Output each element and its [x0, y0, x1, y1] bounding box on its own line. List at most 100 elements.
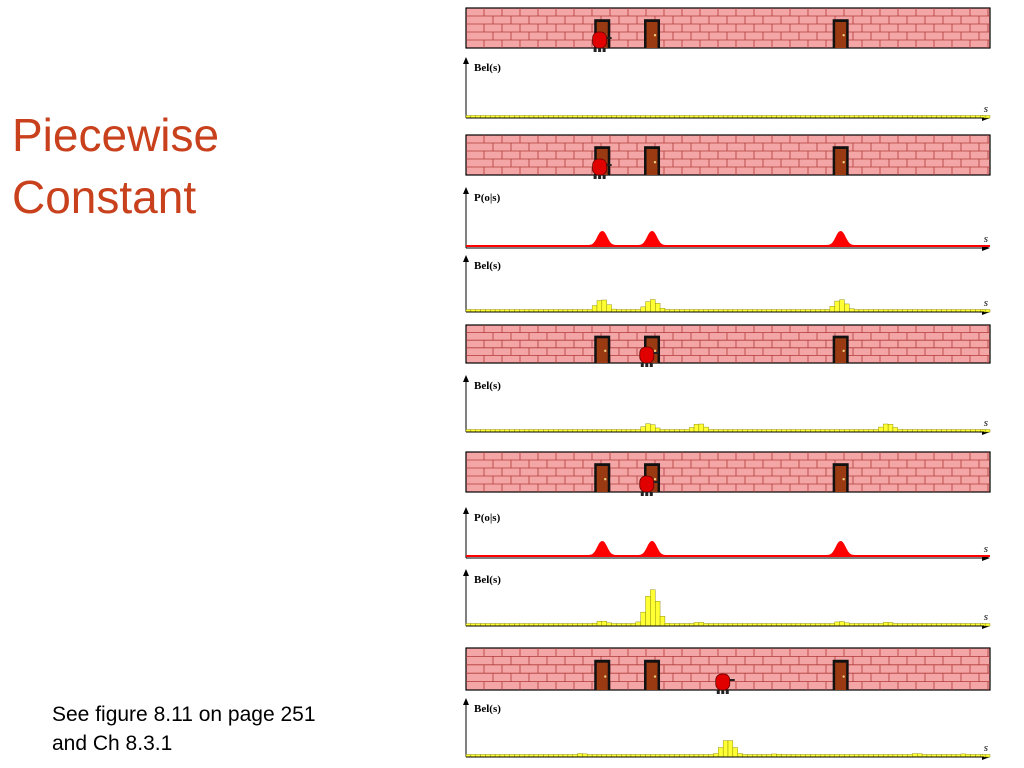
robot-wheel	[716, 690, 720, 694]
belief-bar	[839, 621, 845, 627]
belief-bar	[713, 753, 719, 758]
robot-wheel	[649, 363, 653, 367]
door-knob	[842, 675, 845, 678]
belief-bar	[577, 753, 583, 758]
belief-bar	[650, 589, 656, 627]
axis-label-y: P(o|s)	[474, 192, 501, 204]
door	[835, 466, 847, 492]
robot-icon	[639, 475, 659, 496]
robot-sensor	[653, 352, 659, 354]
axis-label-x: s	[984, 417, 988, 429]
belief-bar	[849, 308, 855, 313]
robot-body	[639, 475, 655, 493]
robot-sensor	[653, 481, 659, 483]
belief-bar	[887, 622, 894, 627]
corridor-panel	[465, 451, 991, 496]
door-knob	[653, 675, 657, 678]
door	[646, 662, 658, 690]
y-axis-arrow	[463, 57, 469, 64]
belief-bar	[596, 621, 603, 627]
door-knob	[842, 34, 845, 37]
belief-plot: Bel(s)s	[463, 255, 991, 315]
robot-wheel	[725, 690, 729, 694]
belief-plot: Bel(s) s	[463, 375, 991, 435]
door	[646, 22, 658, 48]
belief-bar	[601, 299, 607, 313]
belief-bar	[659, 616, 666, 627]
belief-bar	[698, 423, 704, 433]
axis-label-x: s	[984, 611, 988, 623]
door-knob	[653, 478, 657, 481]
belief-bar	[655, 427, 661, 433]
belief-bar	[834, 621, 840, 627]
axis-label-y: Bel(s)	[474, 380, 501, 392]
belief-plot: Bel(s)s	[463, 57, 991, 121]
observation-plot: P(o|s)s	[463, 507, 990, 561]
corridor-wall	[465, 134, 991, 176]
corridor-panel	[465, 324, 991, 367]
belief-bar	[912, 753, 918, 758]
belief-bar	[834, 300, 840, 313]
robot-wheel	[598, 48, 602, 52]
belief-bar	[640, 306, 646, 313]
door-knob	[842, 161, 845, 164]
robot-wheel	[593, 48, 597, 52]
door-knob	[653, 349, 657, 353]
belief-bar	[640, 426, 646, 433]
robot-icon	[592, 158, 612, 179]
axis-label-y: Bel(s)	[474, 574, 501, 586]
robot-sensor	[729, 679, 735, 681]
axis-label-x: s	[984, 742, 988, 754]
belief-bar	[984, 623, 991, 627]
door	[596, 338, 608, 363]
observation-plot: P(o|s)s	[463, 187, 990, 251]
robot-wheel	[649, 492, 653, 496]
door	[835, 338, 847, 363]
y-axis-arrow	[463, 698, 469, 705]
belief-bar	[722, 740, 729, 758]
robot-wheel	[645, 363, 649, 367]
belief-bar	[591, 305, 598, 313]
robot-body	[715, 673, 731, 691]
belief-bar	[596, 300, 603, 313]
caption-line-2: and Ch 8.3.1	[52, 732, 173, 755]
belief-bar	[883, 622, 889, 627]
belief-bar	[693, 424, 700, 433]
observation-likelihood	[466, 540, 990, 557]
belief-plot: Bel(s) s	[463, 569, 991, 629]
y-axis-arrow	[463, 507, 469, 514]
corridor-panel	[465, 7, 991, 52]
observation-likelihood	[466, 230, 990, 247]
robot-sensor	[606, 37, 612, 39]
belief-bar	[640, 611, 646, 627]
robot-body	[592, 31, 608, 49]
robot-wheel	[602, 175, 606, 179]
door	[596, 662, 608, 690]
door	[835, 22, 847, 48]
robot-wheel	[640, 492, 644, 496]
corridor-panel	[465, 647, 991, 694]
robot-wheel	[598, 175, 602, 179]
robot-sensor	[606, 164, 612, 166]
belief-bar	[635, 621, 641, 627]
robot-wheel	[602, 48, 606, 52]
belief-bar	[718, 747, 724, 758]
slide-title: Piecewise Constant	[12, 104, 219, 228]
axis-label-y: Bel(s)	[474, 62, 501, 74]
door-knob	[842, 349, 845, 353]
belief-bar	[703, 426, 709, 433]
belief-bar	[655, 601, 661, 627]
corridor-wall	[465, 7, 991, 49]
robot-body	[639, 346, 655, 364]
belief-bar	[732, 747, 738, 758]
belief-bar	[984, 115, 991, 119]
slide-caption: See figure 8.11 on page 251 and Ch 8.3.1	[52, 700, 316, 758]
belief-bar	[650, 424, 656, 433]
belief-bar	[878, 426, 884, 433]
slide-title-line-1: Piecewise	[12, 109, 220, 161]
belief-bar	[606, 304, 612, 313]
belief-bar	[693, 622, 700, 627]
belief-bar	[645, 423, 651, 433]
belief-bar	[655, 303, 661, 313]
